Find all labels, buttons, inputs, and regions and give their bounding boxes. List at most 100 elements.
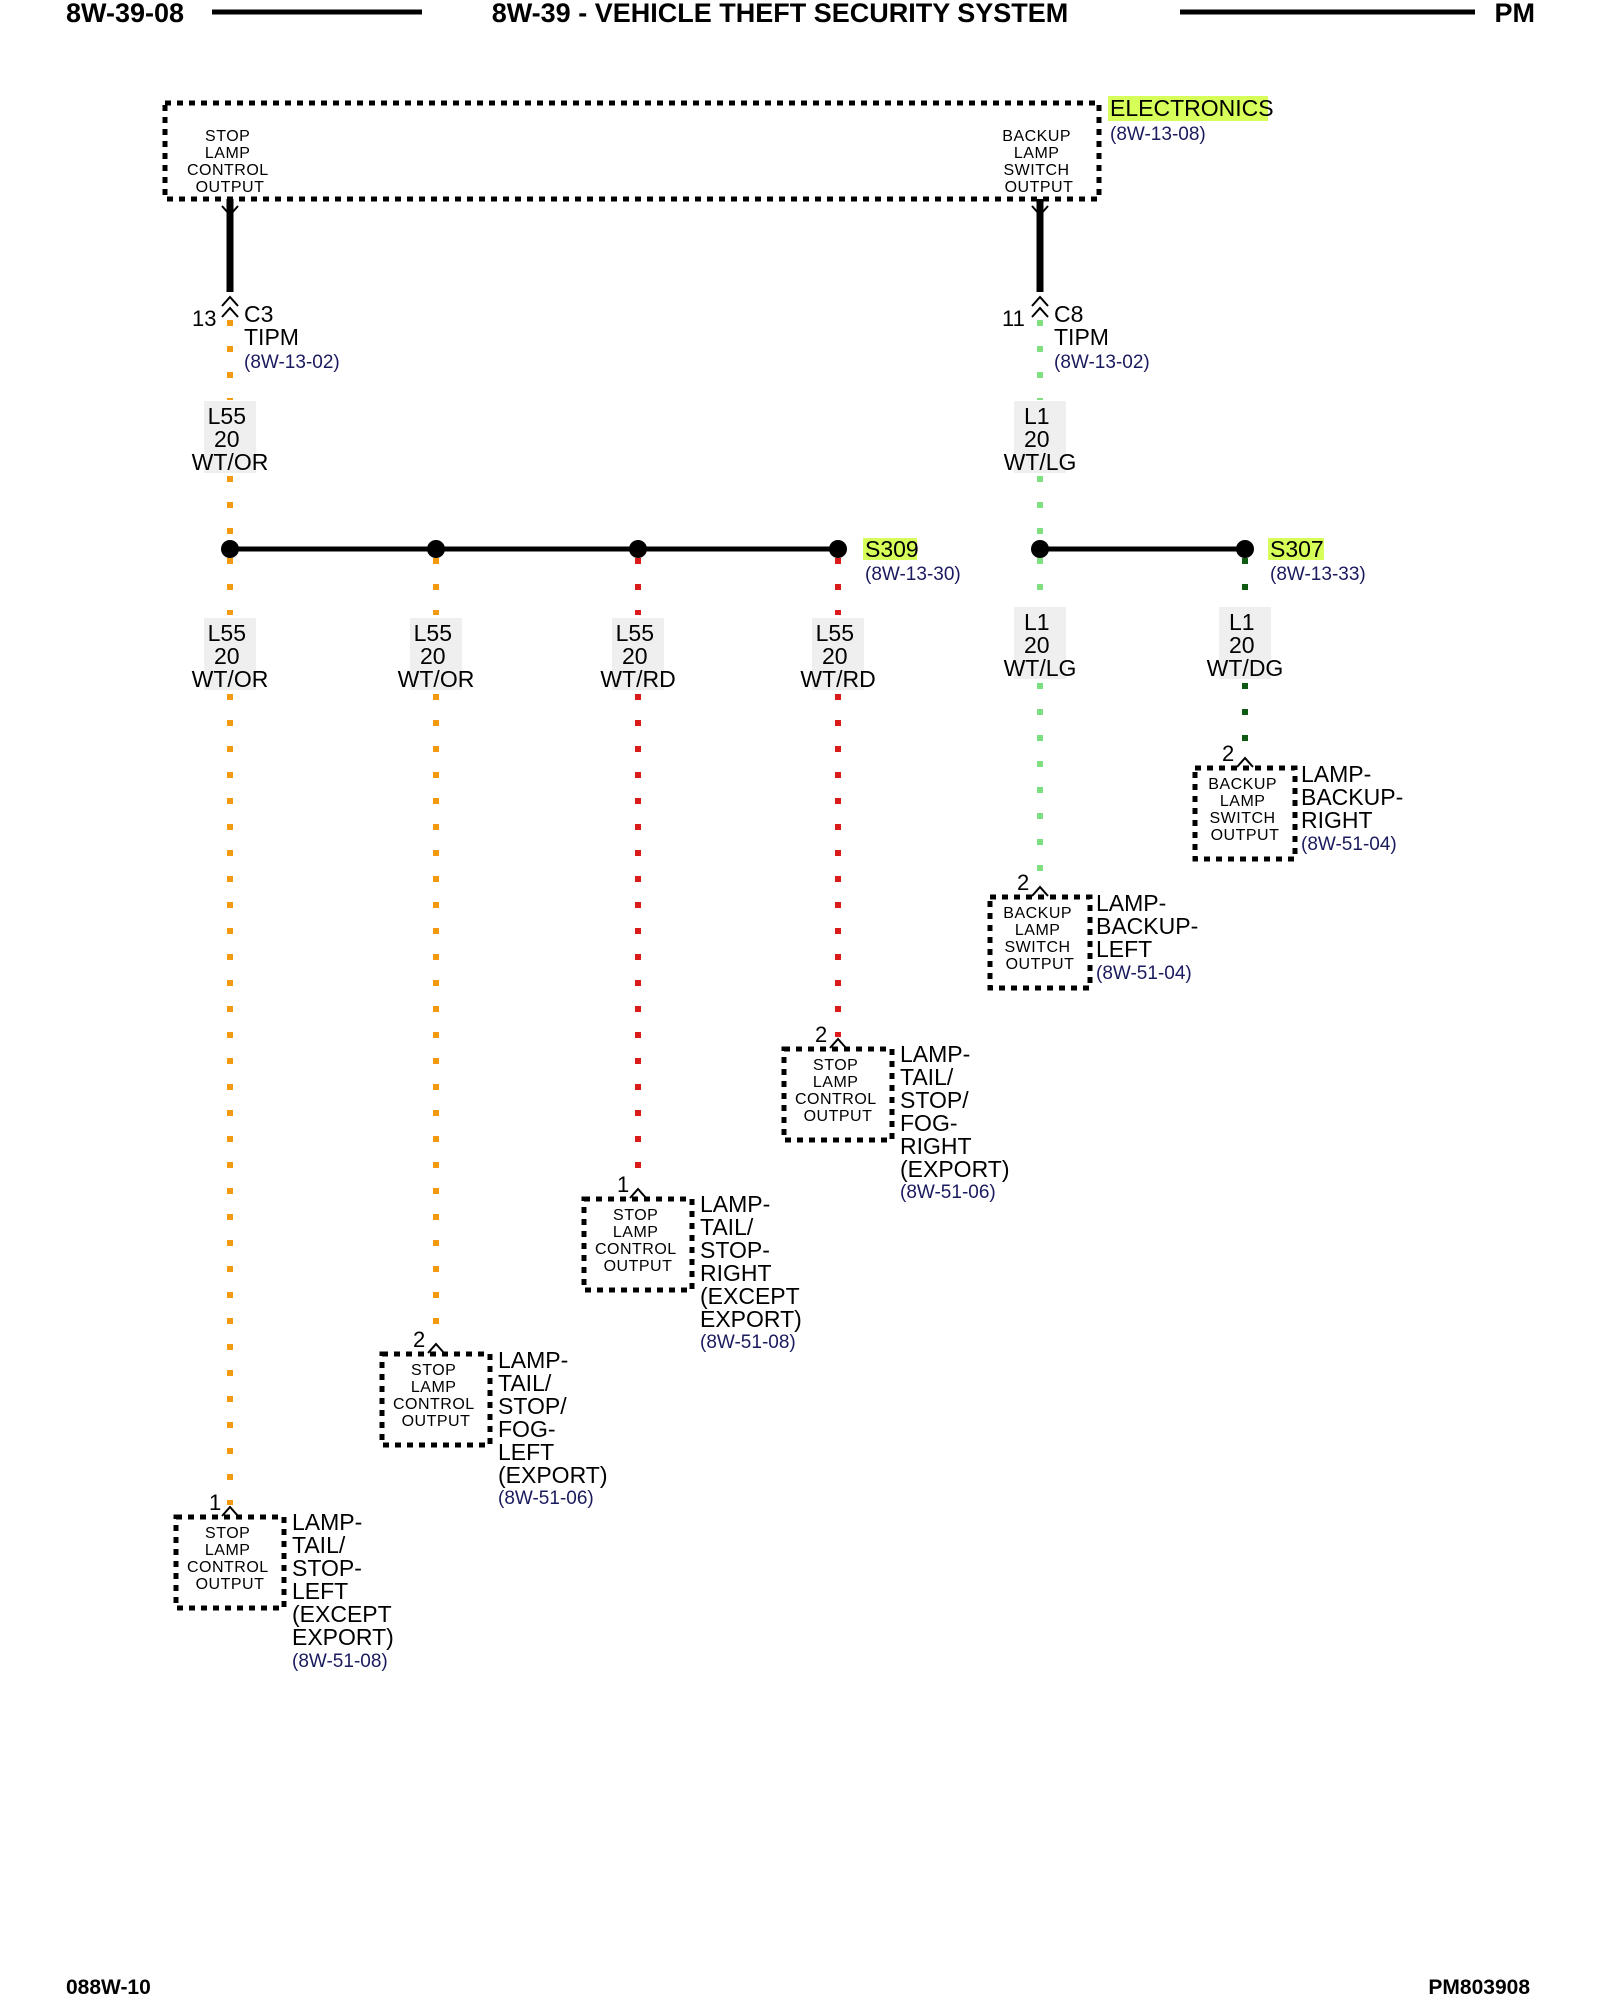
svg-text:L55 20 WT/OR: L55 20 WT/OR [398,620,475,692]
pin-chevron-icon [1236,756,1254,768]
connector-c8-name: C8 [1054,301,1083,327]
load-name: LAMP- TAIL/ STOP- LEFT (EXCEPT EXPORT) [292,1509,398,1650]
splice-s309: S309 (8W-13-30) [863,536,961,585]
connector-box-label: STOP LAMP CONTROL OUTPUT [187,1525,273,1593]
load-reference: (8W-51-08) [700,1332,796,1353]
page-header: 8W-39-08 8W-39 - VEHICLE THEFT SECURITY … [66,0,1535,28]
load-name: LAMP- BACKUP- LEFT [1096,890,1205,962]
connector-c3: 13 C3 TIPM (8W-13-02) [192,301,340,373]
load-reference: (8W-51-08) [292,1651,388,1672]
connector-box-label: STOP LAMP CONTROL OUTPUT [595,1207,681,1275]
connector-c3-reference: (8W-13-02) [244,352,340,373]
module-left-output: STOP LAMP CONTROL OUTPUT [187,128,273,196]
wire-label-bg [204,401,256,473]
splice-node-s307-2 [1236,540,1254,558]
pin-number: 2 [1017,870,1029,895]
load-name: LAMP- BACKUP- RIGHT [1301,761,1410,833]
splice-node-s309-3 [629,540,647,558]
header-right-code: PM [1495,0,1536,28]
svg-text:L55 20 WT/OR: L55 20 WT/OR [192,620,269,692]
pin-chevron-icon [829,1037,847,1049]
splice-s307-name: S307 [1270,536,1324,562]
wire-label-bg [1014,607,1066,679]
wire-label-bg [612,618,664,690]
footer-left-code: 088W-10 [66,1976,151,1999]
connector-c3-pin: 13 [192,306,216,331]
load-reference: (8W-51-06) [498,1488,594,1509]
page-title: 8W-39 - VEHICLE THEFT SECURITY SYSTEM [492,0,1069,28]
wire-label-bg [1219,607,1271,679]
pin-number: 2 [1222,741,1234,766]
pin-chevron-icon [427,1342,445,1354]
splice-s307-highlight [1268,538,1324,560]
module-name-highlight [1108,96,1268,121]
connector-box [581,1196,695,1293]
electronics-module: STOP LAMP CONTROL OUTPUT BACKUP LAMP SWI… [162,95,1274,202]
wire-label-l55-top: L55 20 WT/OR [192,401,269,475]
load-lamp-tail-stop-right: 1 STOP LAMP CONTROL OUTPUT LAMP- TAIL/ S… [581,1172,806,1353]
connector-box [173,1514,287,1611]
load-name: LAMP- TAIL/ STOP- RIGHT (EXCEPT EXPORT) [700,1191,806,1332]
wire-label-l55-branch-3: L55 20 WT/RD [600,618,676,692]
wire-label-l55-branch-1: L55 20 WT/OR [192,618,269,692]
connector-box-label: BACKUP LAMP SWITCH OUTPUT [1208,776,1281,844]
load-name: LAMP- TAIL/ STOP/ FOG- LEFT (EXPORT) [498,1347,607,1488]
pin-chevron-icon [221,1505,239,1517]
splice-s309-highlight [863,538,917,560]
module-right-pin-chevron [1031,205,1049,217]
load-reference: (8W-51-04) [1096,963,1192,984]
pin-number: 1 [617,1172,629,1197]
connector-c8-pin: 11 [1002,306,1025,331]
connector-box [781,1046,895,1143]
wire-label-bg [1014,401,1066,473]
connector-c3-device: TIPM [244,324,299,350]
splice-node-s309-4 [829,540,847,558]
load-reference: (8W-51-06) [900,1182,996,1203]
svg-text:L55 20 WT/OR: L55 20 WT/OR [192,403,269,475]
load-lamp-tail-stop-fog-right: 2 STOP LAMP CONTROL OUTPUT LAMP- TAIL/ S… [781,1022,1009,1203]
connector-c3-chevron-icon [221,295,239,318]
connector-box [379,1351,493,1448]
page-number: 8W-39-08 [66,0,184,28]
wire-label-l1-branch-1: L1 20 WT/LG [1004,607,1077,681]
connector-box [987,894,1093,991]
connector-c8: 11 C8 TIPM (8W-13-02) [1002,301,1150,373]
splice-node-s307-1 [1031,540,1049,558]
pin-chevron-icon [629,1187,647,1199]
svg-text:L1 20 WT/LG: L1 20 WT/LG [1004,609,1077,681]
connector-box [1192,765,1298,862]
splice-s307: S307 (8W-13-33) [1268,536,1366,585]
module-reference: (8W-13-08) [1110,124,1206,145]
module-outline [162,100,1102,202]
connector-c8-reference: (8W-13-02) [1054,352,1150,373]
wire-runs [227,320,1248,1505]
connector-c8-chevron-icon [1031,295,1049,318]
pin-number: 2 [413,1327,425,1352]
splice-s309-name: S309 [865,536,919,562]
load-reference: (8W-51-04) [1301,834,1397,855]
svg-text:L55 20 WT/RD: L55 20 WT/RD [600,620,675,692]
module-name: ELECTRONICS [1110,95,1274,121]
connector-c3-name: C3 [244,301,273,327]
splice-s307-reference: (8W-13-33) [1270,564,1366,585]
wire-label-l1-top: L1 20 WT/LG [1004,401,1077,475]
connector-box-label: STOP LAMP CONTROL OUTPUT [795,1057,881,1125]
svg-text:L55 20 WT/RD: L55 20 WT/RD [800,620,875,692]
pin-number: 1 [209,1490,221,1515]
svg-text:L1 20 WT/LG: L1 20 WT/LG [1004,403,1077,475]
connector-box-label: BACKUP LAMP SWITCH OUTPUT [1003,905,1076,973]
connector-box-label: STOP LAMP CONTROL OUTPUT [393,1362,479,1430]
load-lamp-tail-stop-fog-left: 2 STOP LAMP CONTROL OUTPUT LAMP- TAIL/ S… [379,1327,607,1509]
wire-label-l1-branch-2: L1 20 WT/DG [1207,607,1283,681]
pin-number: 2 [815,1022,827,1047]
wire-label-bg [204,618,256,690]
wire-label-bg [410,618,462,690]
module-right-output: BACKUP LAMP SWITCH OUTPUT [1002,128,1075,196]
pin-chevron-icon [1031,885,1049,897]
load-lamp-tail-stop-left: 1 STOP LAMP CONTROL OUTPUT LAMP- TAIL/ S… [173,1490,398,1672]
connector-c8-device: TIPM [1054,324,1109,350]
wire-label-bg [812,618,864,690]
load-name: LAMP- TAIL/ STOP/ FOG- RIGHT (EXPORT) [900,1041,1009,1182]
load-lamp-backup-right: 2 BACKUP LAMP SWITCH OUTPUT LAMP- BACKUP… [1192,741,1410,862]
module-left-pin-chevron [221,205,239,217]
